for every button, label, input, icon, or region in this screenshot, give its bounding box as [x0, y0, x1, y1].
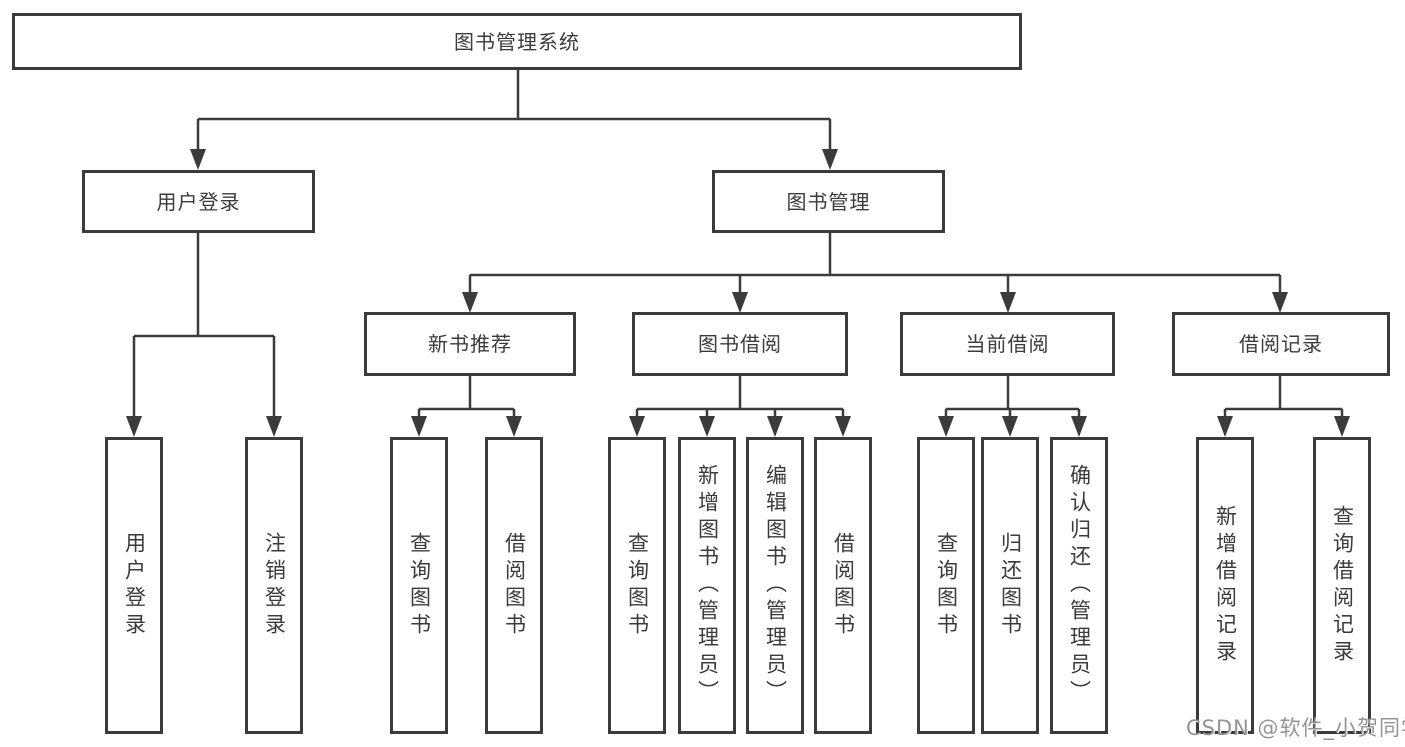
node-book-borrow: 图书借阅 [632, 312, 848, 376]
leaf-borrow-borrow-books: 借阅图书 [814, 437, 872, 734]
leaf-newbook-query-books: 查询图书 [390, 437, 448, 734]
leaf-current-return-books: 归还图书 [981, 437, 1039, 734]
arrowheads [126, 149, 1350, 437]
node-book-management: 图书管理 [712, 170, 945, 233]
leaf-records-add-record: 新增借阅记录 [1196, 437, 1254, 734]
node-borrow-records: 借阅记录 [1172, 312, 1390, 376]
leaf-newbook-borrow-books: 借阅图书 [485, 437, 543, 734]
leaf-borrow-edit-books-admin: 编辑图书（管理员） [746, 437, 804, 734]
leaf-current-confirm-return-admin: 确认归还（管理员） [1050, 437, 1108, 734]
node-current-borrow: 当前借阅 [900, 312, 1115, 376]
connector-lines [132, 70, 1344, 417]
node-user-login: 用户登录 [82, 170, 315, 233]
leaf-records-query-record: 查询借阅记录 [1313, 437, 1371, 734]
leaf-borrow-add-books-admin: 新增图书（管理员） [678, 437, 736, 734]
node-root-system: 图书管理系统 [12, 13, 1022, 70]
watermark: CSDN @软件_小贺同学 [1186, 716, 1405, 740]
leaf-logout: 注销登录 [245, 437, 303, 734]
leaf-current-query-books: 查询图书 [917, 437, 975, 734]
leaf-borrow-query-books: 查询图书 [608, 437, 666, 734]
leaf-user-login: 用户登录 [105, 437, 163, 734]
node-new-book-recommend: 新书推荐 [364, 312, 576, 376]
